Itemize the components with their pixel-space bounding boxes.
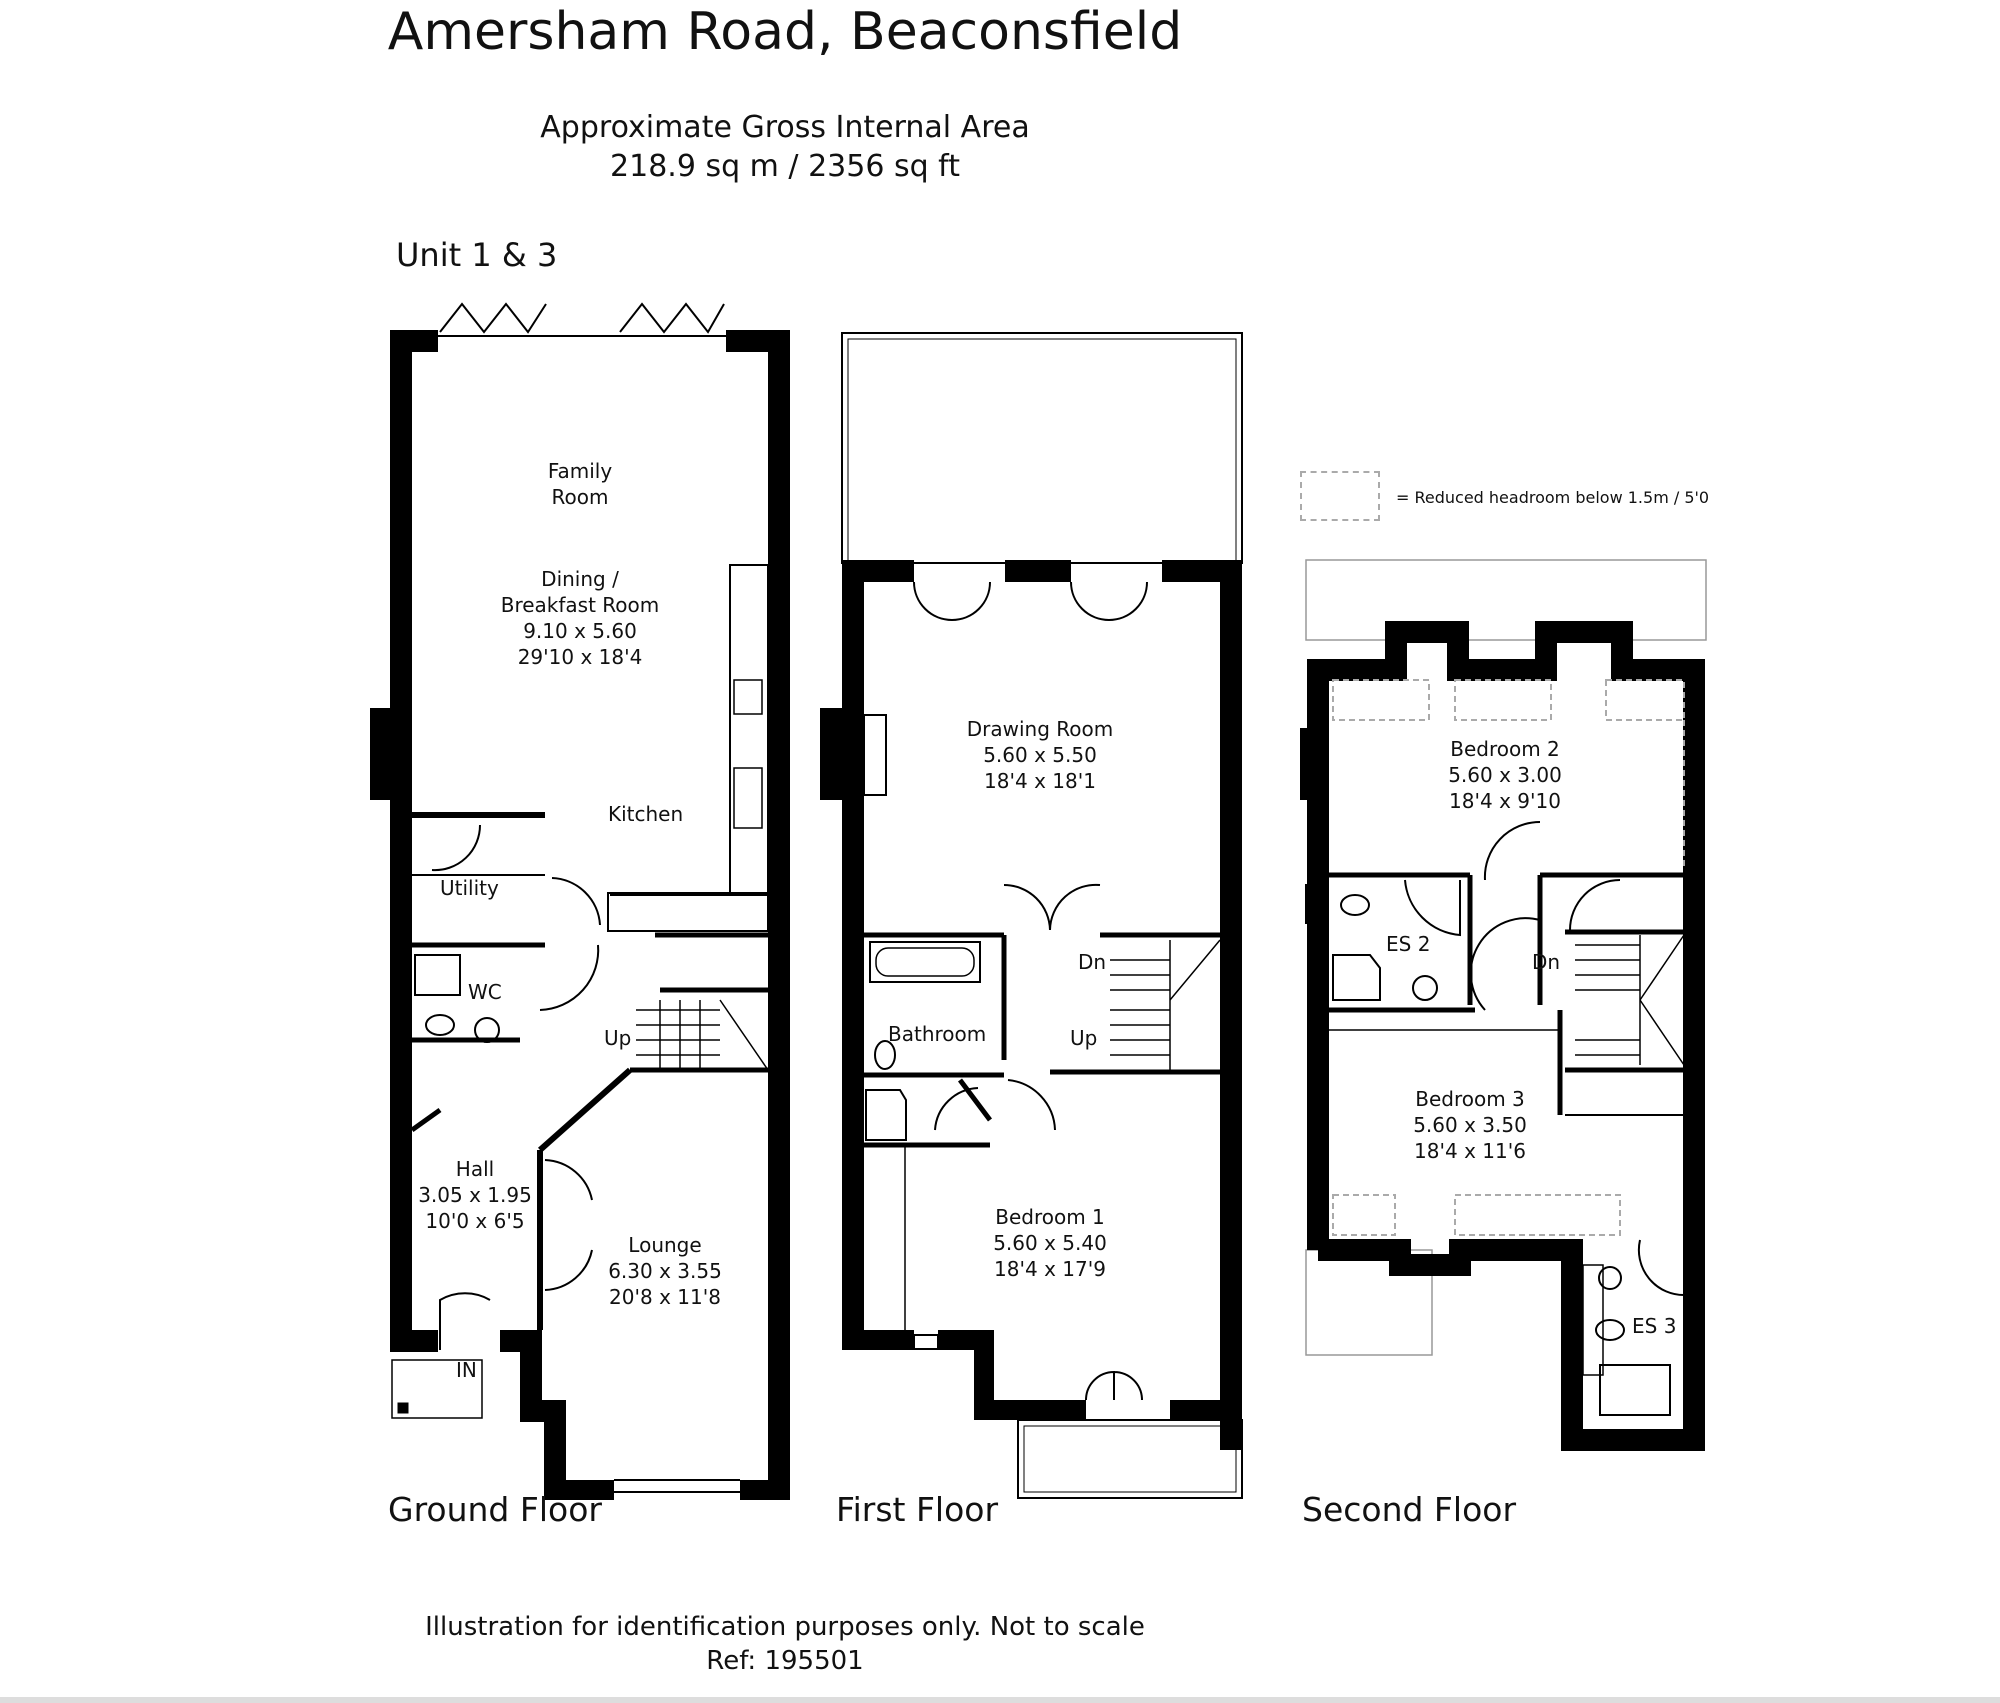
drawing-room-label: Drawing Room 5.60 x 5.50 18'4 x 18'1	[966, 717, 1114, 793]
ensuite-2-label: ES 2	[1386, 932, 1431, 956]
stairs-up-label: Up	[604, 1026, 632, 1050]
legend-text: = Reduced headroom below 1.5m / 5'0	[1396, 488, 1710, 507]
wc-label: WC	[468, 980, 502, 1004]
first-floor-walls	[820, 332, 1243, 1499]
family-room-label: Family Room	[547, 459, 613, 509]
disclaimer: Illustration for identification purposes…	[0, 1610, 1570, 1678]
plan-title: Amersham Road, Beaconsfield	[387, 2, 1183, 62]
ensuite-3-label: ES 3	[1632, 1314, 1677, 1338]
bedroom-1-label: Bedroom 1 5.60 x 5.40 18'4 x 17'9	[993, 1205, 1107, 1281]
reduced-headroom-swatch	[1300, 471, 1380, 521]
stairs-down-label-second: Dn	[1532, 950, 1561, 974]
second-floor-walls	[1300, 559, 1707, 1451]
unit-label: Unit 1 & 3	[396, 236, 558, 274]
reference-number: Ref: 195501	[706, 1646, 864, 1676]
dining-room-label: Dining / Breakfast Room 9.10 x 5.60 29'1…	[500, 567, 660, 669]
lounge-label: Lounge 6.30 x 3.55 20'8 x 11'8	[608, 1233, 722, 1309]
gross-area: Approximate Gross Internal Area 218.9 sq…	[0, 108, 1570, 186]
utility-label: Utility	[440, 876, 499, 900]
bedroom-2-label: Bedroom 2 5.60 x 3.00 18'4 x 9'10	[1448, 737, 1562, 813]
gross-area-value: 218.9 sq m / 2356 sq ft	[610, 149, 960, 184]
hall-label: Hall 3.05 x 1.95 10'0 x 6'5	[418, 1157, 532, 1233]
entrance-label: IN	[456, 1358, 477, 1382]
kitchen-label: Kitchen	[608, 802, 684, 826]
ground-floor-walls	[370, 302, 790, 1500]
first-floor-label: First Floor	[836, 1490, 999, 1529]
bedroom-3-label: Bedroom 3 5.60 x 3.50 18'4 x 11'6	[1413, 1087, 1527, 1163]
gross-area-label: Approximate Gross Internal Area	[540, 110, 1030, 145]
ground-floor-label: Ground Floor	[388, 1490, 602, 1529]
bottom-edge-strip	[0, 1697, 2000, 1703]
bathroom-label: Bathroom	[888, 1022, 987, 1046]
second-floor-label: Second Floor	[1302, 1490, 1517, 1529]
disclaimer-text: Illustration for identification purposes…	[425, 1612, 1145, 1642]
stairs-down-label: Dn	[1078, 950, 1107, 974]
stairs-up-label-first: Up	[1070, 1026, 1098, 1050]
